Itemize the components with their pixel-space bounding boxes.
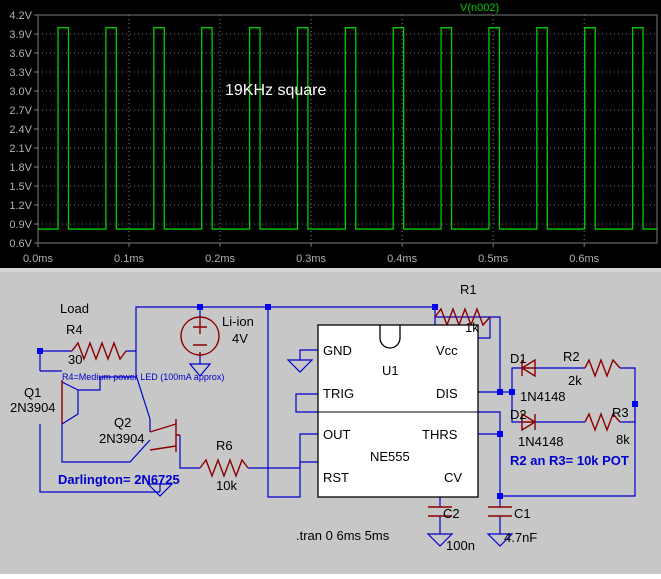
y-tick-label: 2.1V bbox=[9, 143, 32, 155]
battery-name: Li-ion bbox=[222, 314, 254, 329]
d2-ref: D2 bbox=[510, 407, 527, 422]
plot-grid bbox=[37, 14, 658, 244]
d2-model: 1N4148 bbox=[518, 434, 564, 449]
x-tick-label: 0.6ms bbox=[569, 253, 599, 265]
waveform-plot-pane[interactable]: 0.6V 0.9V 1.2V 1.5V 1.8V 2.1V 2.4V 2.7V 3.0V 3.3V… bbox=[0, 0, 661, 268]
r2-ref: R2 bbox=[563, 349, 580, 364]
x-axis-ticks: 0.0ms 0.1ms 0.2ms 0.3ms 0.4ms 0.5ms 0.6ms bbox=[23, 243, 600, 265]
r4-note: R4=Medium power LED (100mA approx) bbox=[62, 372, 224, 382]
q2-model: 2N3904 bbox=[99, 431, 145, 446]
r6-value: 10k bbox=[216, 478, 237, 493]
pin-gnd: GND bbox=[323, 343, 352, 358]
components bbox=[61, 307, 621, 517]
pin-vcc: Vcc bbox=[436, 343, 458, 358]
darlington-note: Darlington= 2N6725 bbox=[58, 472, 180, 487]
pin-thrs: THRS bbox=[422, 427, 458, 442]
c1-ref: C1 bbox=[514, 506, 531, 521]
y-tick-label: 3.3V bbox=[9, 67, 32, 79]
legend-trace-label[interactable]: V(n002) bbox=[460, 2, 499, 14]
x-tick-label: 0.1ms bbox=[114, 253, 144, 265]
c2-value: 100n bbox=[446, 538, 475, 553]
r4-ref: R4 bbox=[66, 322, 83, 337]
battery-value: 4V bbox=[232, 331, 248, 346]
y-tick-label: 1.8V bbox=[9, 162, 32, 174]
y-tick-label: 1.5V bbox=[9, 181, 32, 193]
r6-ref: R6 bbox=[216, 438, 233, 453]
x-tick-label: 0.0ms bbox=[23, 253, 53, 265]
r1-value: 1k bbox=[465, 320, 479, 335]
c1-value: 4.7nF bbox=[504, 530, 537, 545]
pin-out: OUT bbox=[323, 427, 351, 442]
q2-ref: Q2 bbox=[114, 415, 131, 430]
pin-rst: RST bbox=[323, 470, 349, 485]
u1-model: NE555 bbox=[370, 449, 410, 464]
y-tick-label: 3.0V bbox=[9, 86, 32, 98]
y-tick-label: 0.6V bbox=[9, 238, 32, 250]
x-tick-label: 0.5ms bbox=[478, 253, 508, 265]
y-axis-ticks: 0.6V 0.9V 1.2V 1.5V 1.8V 2.1V 2.4V 2.7V 3.0V 3.3V… bbox=[9, 10, 38, 250]
schematic-canvas: Load R4 30 R4=Medium power LED (100mA ap… bbox=[10, 282, 638, 553]
load-label: Load bbox=[60, 301, 89, 316]
r3-value: 8k bbox=[616, 432, 630, 447]
q1-model: 2N3904 bbox=[10, 400, 56, 415]
spice-directive: .tran 0 6ms 5ms bbox=[296, 528, 390, 543]
pot-note: R2 an R3= 10k POT bbox=[510, 453, 629, 468]
x-tick-label: 0.4ms bbox=[387, 253, 417, 265]
d1-model: 1N4148 bbox=[520, 389, 566, 404]
pin-dis: DIS bbox=[436, 386, 458, 401]
pin-trig: TRIG bbox=[323, 386, 354, 401]
series-trace-v-n002 bbox=[38, 27, 657, 230]
y-tick-label: 1.2V bbox=[9, 200, 32, 212]
q1-ref: Q1 bbox=[24, 385, 41, 400]
ground-symbols bbox=[146, 359, 514, 547]
x-tick-label: 0.2ms bbox=[205, 253, 235, 265]
d1-ref: D1 bbox=[510, 351, 527, 366]
wires bbox=[39, 306, 636, 534]
r4-value: 30 bbox=[68, 352, 82, 367]
waveform-plot: 0.6V 0.9V 1.2V 1.5V 1.8V 2.1V 2.4V 2.7V 3.0V 3.3V… bbox=[9, 2, 658, 265]
pin-cv: CV bbox=[444, 470, 462, 485]
u1-ref: U1 bbox=[382, 363, 399, 378]
y-tick-label: 4.2V bbox=[9, 10, 32, 22]
ne555-ic[interactable] bbox=[317, 324, 479, 498]
y-tick-label: 2.4V bbox=[9, 124, 32, 136]
r3-ref: R3 bbox=[612, 405, 629, 420]
pane-divider[interactable] bbox=[0, 268, 661, 272]
y-tick-label: 3.9V bbox=[9, 29, 32, 41]
y-tick-label: 0.9V bbox=[9, 219, 32, 231]
plot-annotation: 19KHz square bbox=[225, 82, 326, 99]
y-tick-label: 3.6V bbox=[9, 48, 32, 60]
r1-ref: R1 bbox=[460, 282, 477, 297]
schematic-labels: Load R4 30 R4=Medium power LED (100mA ap… bbox=[10, 282, 630, 553]
schematic-pane[interactable]: Load R4 30 R4=Medium power LED (100mA ap… bbox=[0, 272, 661, 574]
c2-ref: C2 bbox=[443, 506, 460, 521]
x-tick-label: 0.3ms bbox=[296, 253, 326, 265]
y-tick-label: 2.7V bbox=[9, 105, 32, 117]
r2-value: 2k bbox=[568, 373, 582, 388]
junction-dots bbox=[37, 304, 638, 499]
